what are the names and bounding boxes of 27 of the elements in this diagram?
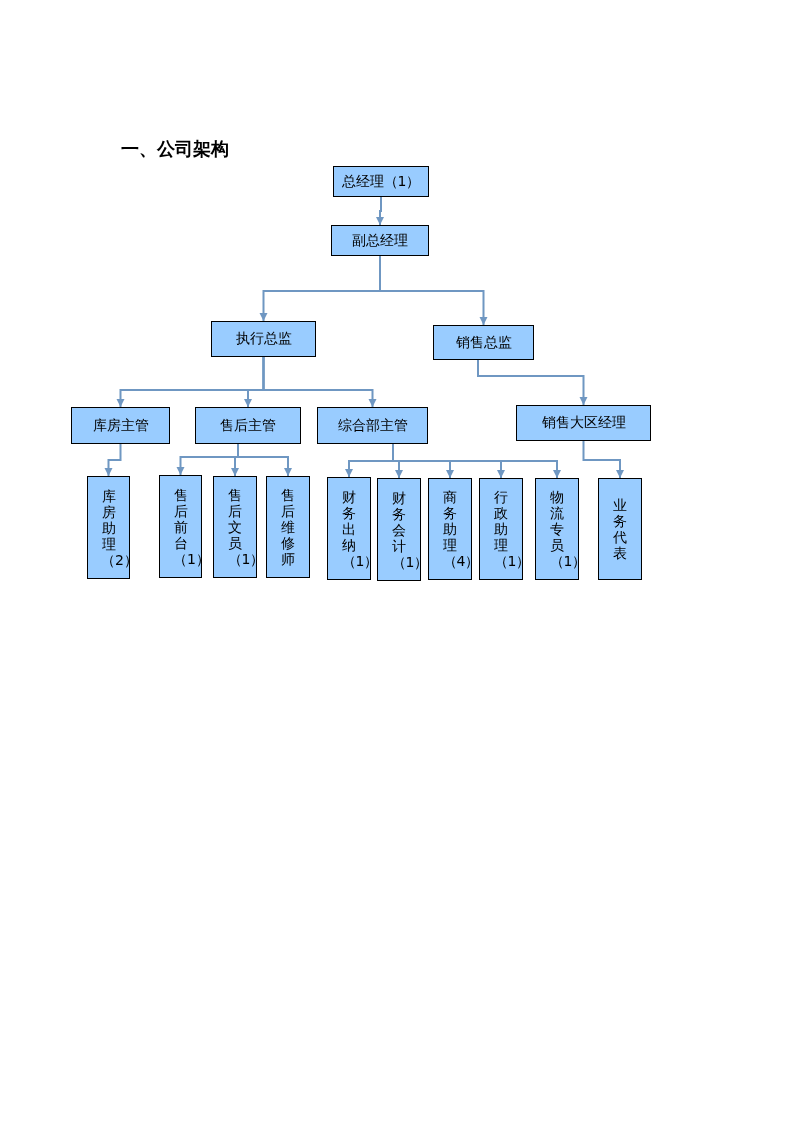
staff-box: 业务代表: [598, 478, 642, 580]
staff-box: 商务助理（4）: [428, 478, 472, 580]
connector-arrow: [582, 440, 624, 479]
connector-arrow: [237, 443, 292, 477]
position-box: 副总经理: [331, 225, 429, 256]
staff-box: 行政助理（1）: [479, 478, 523, 580]
position-box: 库房主管: [71, 407, 170, 444]
staff-box: 售后文员（1）: [213, 476, 257, 578]
connector-arrow: [104, 443, 122, 477]
position-box: 执行总监: [211, 321, 316, 357]
staff-box: 物流专员（1）: [535, 478, 579, 580]
staff-box: 财务会计（1）: [377, 478, 421, 581]
position-box: 销售大区经理: [516, 405, 651, 441]
section-title: 一、公司架构: [121, 137, 229, 161]
connector-arrow: [392, 443, 561, 479]
staff-box: 财务出纳（1）: [327, 477, 371, 580]
staff-box: 库房助理（2）: [87, 476, 130, 579]
connector-arrow: [477, 359, 588, 406]
staff-box: 售后维修师: [266, 476, 310, 578]
position-box: 销售总监: [433, 325, 534, 360]
connector-arrow: [376, 196, 384, 226]
position-box: 综合部主管: [317, 407, 428, 444]
staff-box: 售后前台（1）: [159, 475, 202, 578]
connector-arrow: [379, 255, 488, 326]
connector-arrow: [262, 356, 377, 408]
position-box: 总经理（1）: [333, 166, 429, 197]
position-box: 售后主管: [195, 407, 301, 444]
